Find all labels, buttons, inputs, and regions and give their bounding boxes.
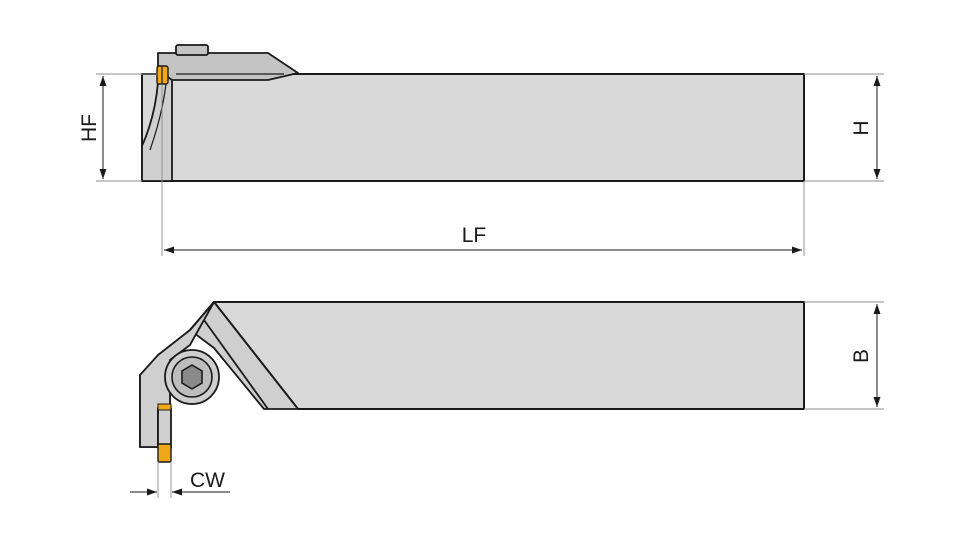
top-view: B CW: [130, 300, 884, 498]
top-view-insert-icon: [157, 443, 172, 463]
cw-dimension: CW: [130, 462, 230, 498]
cw-label: CW: [190, 469, 225, 492]
b-dimension: B: [804, 301, 884, 410]
side-view-clamp: [157, 52, 299, 81]
side-view: HF H LF: [78, 44, 884, 256]
lf-label: LF: [462, 224, 487, 247]
top-view-blade: [157, 407, 172, 449]
lf-dimension: LF: [161, 84, 805, 256]
top-view-shank: [213, 301, 805, 410]
b-label: B: [850, 349, 873, 363]
h-dimension: H: [804, 73, 884, 182]
side-view-shank: [141, 73, 805, 182]
side-view-clamp-screw-head: [175, 44, 209, 56]
hf-dimension: HF: [78, 73, 158, 182]
hf-label: HF: [78, 114, 101, 142]
top-view-inner-edge: [203, 319, 269, 410]
side-view-head-curve: [149, 83, 167, 151]
top-view-insert-seat-icon: [157, 403, 172, 411]
h-label: H: [850, 120, 873, 135]
top-view-chamfer-edge: [189, 300, 299, 410]
hex-socket-icon: [181, 364, 203, 390]
